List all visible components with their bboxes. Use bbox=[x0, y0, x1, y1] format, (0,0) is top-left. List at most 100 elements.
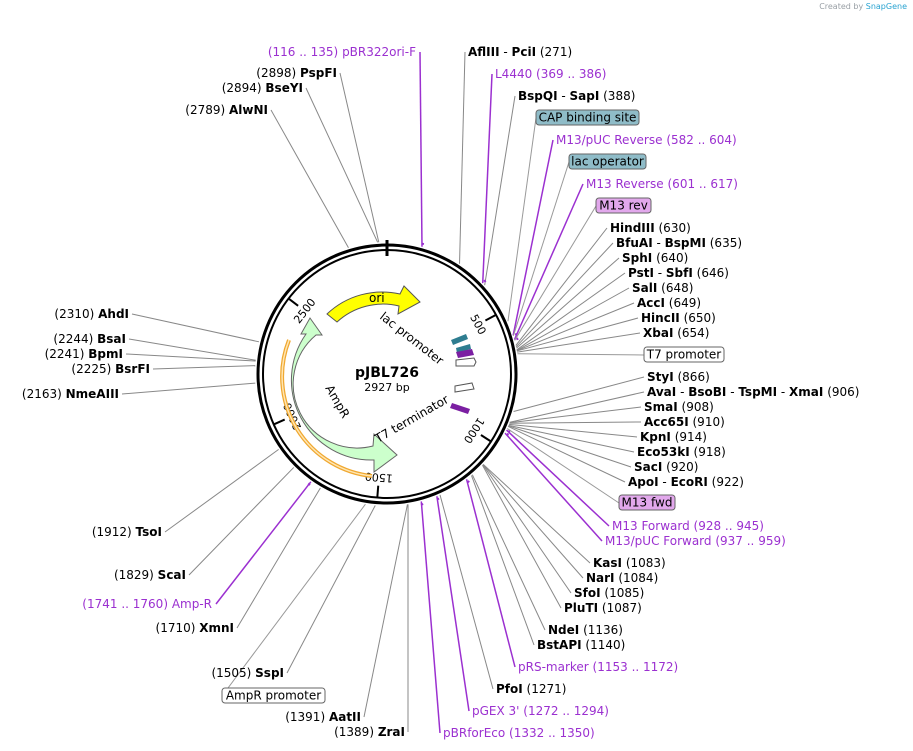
enzyme-label-avai[interactable]: AvaI - BsoBI - TspMI - XmaI (906) bbox=[647, 385, 859, 399]
lac-promoter-label: lac promoter bbox=[377, 309, 446, 367]
lac-operator-glyph bbox=[456, 344, 471, 353]
feature-box-m13-fwd[interactable]: M13 fwd bbox=[618, 494, 676, 511]
leader-line bbox=[484, 95, 516, 286]
leader-line bbox=[471, 475, 535, 646]
enzyme-label-pfoi[interactable]: PfoI (1271) bbox=[496, 682, 566, 696]
enzyme-label-afliii[interactable]: AflIII - PciI (271) bbox=[468, 45, 572, 59]
enzyme-label-nari[interactable]: NarI (1084) bbox=[586, 571, 658, 585]
ori-feature-arrow[interactable] bbox=[326, 285, 421, 323]
enzyme-label-styi[interactable]: StyI (866) bbox=[647, 370, 710, 384]
leader-line bbox=[482, 464, 562, 609]
leader-line bbox=[514, 205, 597, 341]
enzyme-label-ahdi[interactable]: (2310) AhdI bbox=[54, 307, 129, 321]
enzyme-label-bfuai[interactable]: BfuAI - BspMI (635) bbox=[616, 236, 742, 250]
feature-box-cap-binding-site[interactable]: CAP binding site bbox=[535, 109, 640, 126]
leader-line bbox=[420, 501, 441, 734]
leader-line bbox=[504, 432, 603, 542]
enzyme-label-bstapi[interactable]: BstAPI (1140) bbox=[537, 638, 625, 652]
leader-line bbox=[152, 365, 256, 370]
tick-mark bbox=[484, 313, 497, 322]
enzyme-label-pspfi[interactable]: (2898) PspFI bbox=[256, 66, 337, 80]
primer-site-mark bbox=[307, 482, 311, 486]
leader-line bbox=[125, 353, 256, 362]
leader-line bbox=[509, 406, 642, 424]
feature-box-t7-promoter[interactable]: T7 promoter bbox=[643, 346, 725, 363]
leader-line bbox=[459, 51, 466, 264]
enzyme-label-kasi[interactable]: KasI (1083) bbox=[593, 556, 666, 570]
enzyme-label-tsoi[interactable]: (1912) TsoI bbox=[92, 525, 162, 539]
leader-line bbox=[508, 425, 632, 468]
enzyme-label-sfoi[interactable]: SfoI (1085) bbox=[574, 586, 644, 600]
enzyme-label-nmeaiii[interactable]: (2163) NmeAIII bbox=[22, 387, 119, 401]
primer-label-m13-puc-forward[interactable]: M13/pUC Forward (937 .. 959) bbox=[605, 534, 786, 548]
feature-box-lac-operator[interactable]: lac operator bbox=[568, 153, 647, 170]
t7-promoter-glyph-2 bbox=[454, 382, 475, 393]
feature-box-label: CAP binding site bbox=[539, 111, 637, 125]
primer-label-m13-forward[interactable]: M13 Forward (928 .. 945) bbox=[612, 519, 764, 533]
primer-label-pgex-3-[interactable]: pGEX 3' (1272 .. 1294) bbox=[472, 704, 609, 718]
enzyme-label-hindiii[interactable]: HindIII (630) bbox=[610, 221, 691, 235]
leader-line bbox=[339, 72, 380, 243]
enzyme-label-zrai[interactable]: (1389) ZraI bbox=[334, 725, 405, 739]
feature-box-ampr-promoter[interactable]: AmpR promoter bbox=[221, 687, 326, 704]
enzyme-label-aatii[interactable]: (1391) AatII bbox=[285, 710, 361, 724]
feature-box-m13-rev[interactable]: M13 rev bbox=[595, 197, 652, 214]
leader-line bbox=[436, 496, 470, 712]
leader-line bbox=[215, 481, 312, 605]
enzyme-label-hincii[interactable]: HincII (650) bbox=[641, 311, 716, 325]
snapgene-credit: Created by SnapGene bbox=[819, 2, 907, 11]
enzyme-label-apoi[interactable]: ApoI - EcoRI (922) bbox=[628, 475, 744, 489]
enzyme-label-pluti[interactable]: PluTI (1087) bbox=[564, 601, 642, 615]
annotation-labels: (2898) PspFI(2894) BseYI (2789) AlwNI (231… bbox=[22, 45, 860, 740]
leader-line bbox=[513, 376, 645, 412]
leader-line bbox=[221, 503, 366, 697]
enzyme-label-saci[interactable]: SacI (920) bbox=[634, 460, 698, 474]
feature-box-label: lac operator bbox=[571, 155, 644, 169]
enzyme-label-bsrfi[interactable]: (2225) BsrFI bbox=[71, 362, 150, 376]
enzyme-label-eco53ki[interactable]: Eco53kI (918) bbox=[637, 445, 726, 459]
feature-box-label: AmpR promoter bbox=[226, 689, 321, 703]
primer-label-l4440[interactable]: L4440 (369 .. 386) bbox=[495, 67, 606, 81]
primer-label-pbrforeco[interactable]: pBRforEco (1332 .. 1350) bbox=[443, 726, 595, 740]
feature-box-label: M13 fwd bbox=[622, 496, 673, 510]
enzyme-label-smai[interactable]: SmaI (908) bbox=[644, 400, 714, 414]
primer-label-amp-r[interactable]: (1741 .. 1760) Amp-R bbox=[82, 597, 212, 611]
primer-label-prs-marker[interactable]: pRS-marker (1153 .. 1172) bbox=[518, 660, 678, 674]
leader-line bbox=[482, 464, 572, 594]
leader-line bbox=[506, 428, 620, 504]
primer-label-pbr322ori-f[interactable]: (116 .. 135) pBR322ori-F bbox=[268, 45, 416, 59]
enzyme-label-psti[interactable]: PstI - SbfI (646) bbox=[628, 266, 729, 280]
enzyme-label-xbai[interactable]: XbaI (654) bbox=[643, 326, 710, 340]
leader-line bbox=[482, 463, 591, 564]
enzyme-label-scai[interactable]: (1829) ScaI bbox=[114, 568, 186, 582]
enzyme-label-bpmi[interactable]: (2241) BpmI bbox=[45, 347, 123, 361]
enzyme-label-bseyi[interactable]: (2894) BseYI bbox=[222, 81, 303, 95]
enzyme-label-sspi[interactable]: (1505) SspI bbox=[211, 666, 284, 680]
enzyme-label-bspqi[interactable]: BspQI - SapI (388) bbox=[518, 89, 635, 103]
primer-site-mark bbox=[506, 432, 510, 436]
ampr-feature-arrow[interactable] bbox=[290, 317, 398, 473]
enzyme-label-ndei[interactable]: NdeI (1136) bbox=[548, 623, 623, 637]
primer-label-m13-puc-reverse[interactable]: M13/pUC Reverse (582 .. 604) bbox=[556, 133, 737, 147]
enzyme-label-kpni[interactable]: KpnI (914) bbox=[640, 430, 707, 444]
enzyme-label-xmni[interactable]: (1710) XmnI bbox=[156, 621, 234, 635]
feature-box-frame bbox=[535, 109, 640, 126]
t7-promoter-glyph bbox=[455, 357, 477, 367]
leader-line bbox=[516, 272, 626, 351]
enzyme-label-acc65i[interactable]: Acc65I (910) bbox=[644, 415, 725, 429]
leader-line bbox=[471, 474, 546, 631]
ori-label: ori bbox=[369, 291, 385, 305]
leader-line bbox=[516, 257, 620, 349]
enzyme-label-sali[interactable]: SalI (648) bbox=[632, 281, 693, 295]
plasmid-name: pJBL726 bbox=[355, 365, 419, 381]
m13-rev-glyph bbox=[456, 349, 474, 358]
tick-label: 500 bbox=[467, 312, 488, 337]
enzyme-label-acci[interactable]: AccI (649) bbox=[637, 296, 701, 310]
feature-box-frame bbox=[643, 346, 725, 363]
primer-label-m13-reverse[interactable]: M13 Reverse (601 .. 617) bbox=[586, 177, 738, 191]
enzyme-label-alwni[interactable]: (2789) AlwNI bbox=[185, 103, 268, 117]
leader-line bbox=[121, 382, 256, 395]
leader-line bbox=[363, 504, 408, 718]
enzyme-label-bsai[interactable]: (2244) BsaI bbox=[53, 332, 126, 346]
enzyme-label-sphi[interactable]: SphI (640) bbox=[622, 251, 688, 265]
